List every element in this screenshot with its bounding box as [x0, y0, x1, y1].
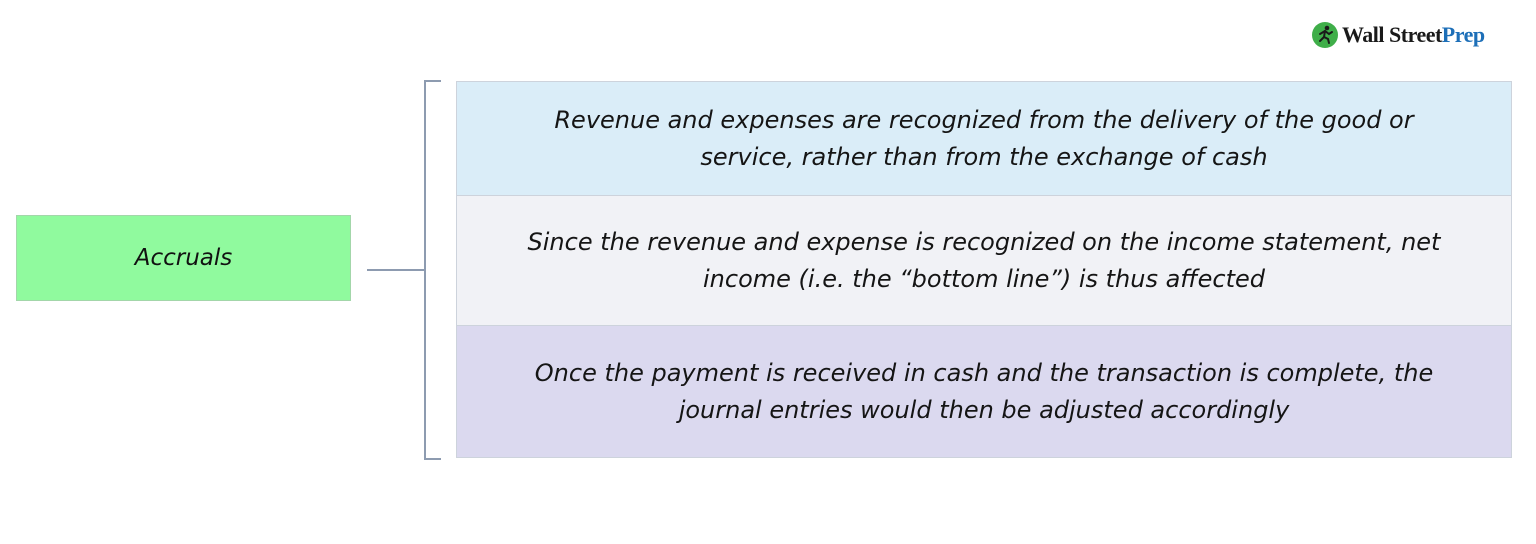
diagram-item-1: Revenue and expenses are recognized from…: [456, 81, 1512, 196]
bracket: [424, 80, 441, 460]
diagram-item-1-line2: service, rather than from the exchange o…: [700, 142, 1268, 171]
diagram-item-3-text: Once the payment is received in cash and…: [535, 355, 1433, 429]
brand-name-part1: Wall Street: [1342, 22, 1442, 47]
diagram-item-2-line2: income (i.e. the “bottom line”) is thus …: [703, 264, 1265, 293]
brand-name-part2: Prep: [1441, 22, 1485, 47]
diagram-item-3-line2: journal entries would then be adjusted a…: [678, 395, 1290, 424]
brand-name: Wall StreetPrep: [1342, 22, 1485, 48]
diagram-item-2-text: Since the revenue and expense is recogni…: [528, 224, 1441, 298]
diagram-item-2: Since the revenue and expense is recogni…: [456, 196, 1512, 326]
diagram-item-3-line1: Once the payment is received in cash and…: [534, 358, 1434, 387]
running-figure-icon: [1312, 22, 1338, 48]
root-node-label: Accruals: [134, 245, 233, 271]
diagram-item-2-line1: Since the revenue and expense is recogni…: [527, 227, 1441, 256]
brand-logo: Wall StreetPrep: [1312, 20, 1485, 50]
diagram-item-1-line1: Revenue and expenses are recognized from…: [554, 105, 1414, 134]
diagram-item-3: Once the payment is received in cash and…: [456, 326, 1512, 458]
root-node: Accruals: [16, 215, 351, 301]
diagram-item-1-text: Revenue and expenses are recognized from…: [554, 102, 1413, 176]
